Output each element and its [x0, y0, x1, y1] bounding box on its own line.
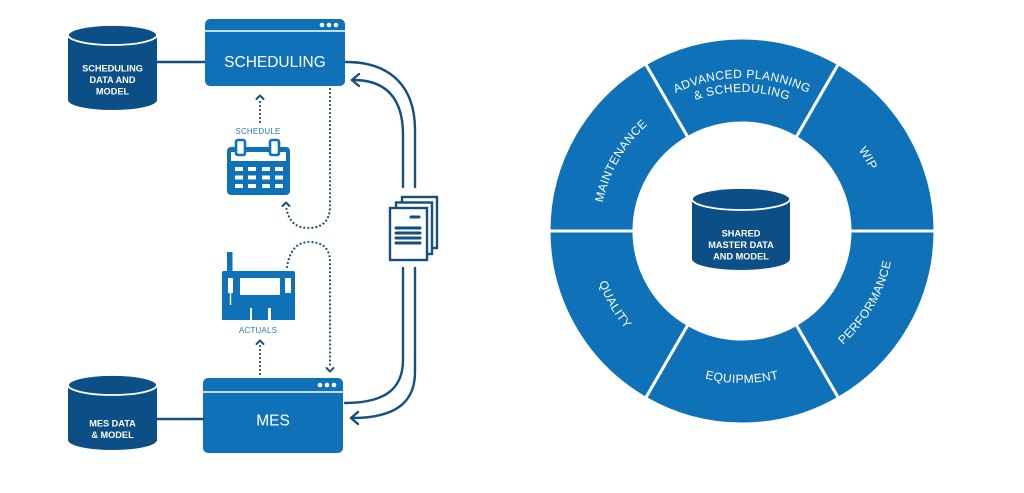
- scheduling-db-label-line3: MODEL: [96, 87, 130, 97]
- arrowhead-left-icon: [350, 72, 361, 88]
- caret-up-icon: [255, 339, 265, 345]
- dotted-line: [285, 240, 332, 369]
- mes-app-title: MES: [256, 413, 290, 430]
- schedule-label: SCHEDULE: [235, 127, 280, 136]
- mes-app-window[interactable]: MES: [203, 378, 343, 453]
- database-top: [67, 24, 158, 46]
- documents-icon: [388, 195, 439, 262]
- mes-window-frame: [203, 378, 343, 453]
- mes-db-label-line1: MES DATA: [89, 419, 136, 429]
- database-body: [692, 199, 790, 270]
- flow-line: [350, 266, 417, 420]
- segment-label-equipment: EQUIPMENT: [704, 368, 780, 386]
- machine-icon: [222, 252, 295, 320]
- scheduling-mes-flow: SCHEDULING DATA AND MODEL SCHEDULING: [67, 19, 439, 453]
- scheduling-db-label-line1: SCHEDULING: [82, 64, 143, 74]
- scheduling-window-frame: [205, 19, 345, 86]
- schedule-up-arrow: [255, 94, 265, 124]
- caret-down-icon: [325, 367, 335, 373]
- segment-maintenance[interactable]: [547, 61, 691, 233]
- caret-up-icon: [281, 201, 291, 207]
- schedule-down-loop-arrow: [281, 87, 332, 230]
- actuals-down-arrow: [285, 240, 335, 373]
- scheduling-db-label-line2: DATA AND: [90, 75, 136, 85]
- flow-line: [344, 60, 417, 189]
- mes-database: MES DATA & MODEL: [67, 374, 158, 450]
- database-body: [68, 385, 157, 450]
- shared-data-ring: ADVANCED PLANNING & SCHEDULING WIP PERFO…: [547, 36, 937, 426]
- scheduling-app-window[interactable]: SCHEDULING: [205, 19, 345, 86]
- calendar-icon: [227, 138, 290, 195]
- shared-db-label-line3: AND MODEL: [713, 252, 769, 262]
- dotted-line: [284, 87, 332, 230]
- flow-line: [343, 266, 405, 405]
- window-menu-dots-icon: [317, 382, 337, 388]
- segment-label-line: EQUIPMENT: [704, 368, 780, 386]
- arrowhead-left-icon: [349, 410, 360, 426]
- flow-line: [351, 78, 405, 189]
- actuals-up-arrow: [255, 339, 265, 376]
- mes-to-scheduling-arrow: [343, 72, 405, 405]
- database-top: [67, 374, 158, 396]
- mes-db-label-line2: & MODEL: [91, 430, 134, 440]
- actuals-label: ACTUALS: [239, 326, 277, 335]
- scheduling-to-mes-arrow: [344, 60, 417, 426]
- window-menu-dots-icon: [319, 22, 339, 28]
- shared-master-database: SHARED MASTER DATA AND MODEL: [691, 187, 791, 270]
- shared-db-label-line2: MASTER DATA: [708, 240, 774, 250]
- shared-db-label-line1: SHARED: [722, 229, 761, 239]
- database-body: [68, 35, 157, 110]
- scheduling-database: SCHEDULING DATA AND MODEL: [67, 24, 158, 110]
- caret-up-icon: [255, 94, 265, 100]
- database-top: [691, 187, 791, 211]
- scheduling-app-title: SCHEDULING: [224, 54, 326, 71]
